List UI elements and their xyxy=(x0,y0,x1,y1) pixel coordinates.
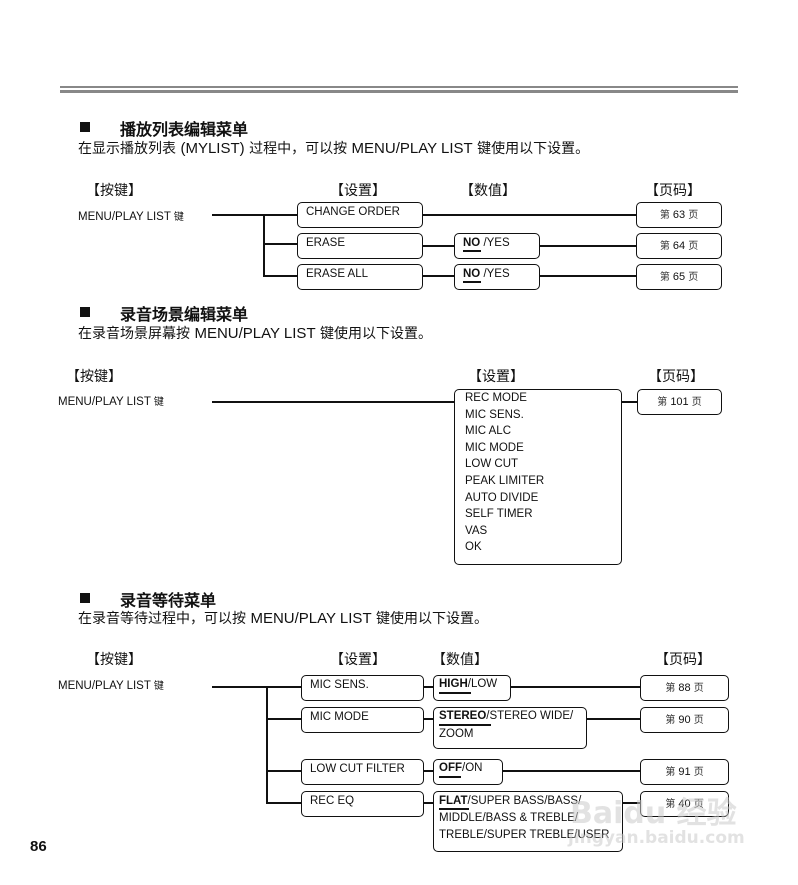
connector xyxy=(511,686,641,688)
setting-item[interactable]: LOW CUT xyxy=(465,458,519,471)
connector xyxy=(266,802,302,804)
bullet-square-icon xyxy=(80,307,90,317)
setting-rec-eq[interactable]: REC EQ xyxy=(301,791,424,817)
setting-item[interactable]: AUTO DIVIDE xyxy=(465,491,539,504)
setting-mic-sens[interactable]: MIC SENS. xyxy=(301,675,424,701)
header-rule-thick xyxy=(60,90,738,93)
setting-low-cut-filter[interactable]: LOW CUT FILTER xyxy=(301,759,424,785)
setting-item[interactable]: PEAK LIMITER xyxy=(465,474,545,487)
watermark-logo: Baidu 经验 xyxy=(570,796,737,831)
page-ref[interactable]: 第 63 页 xyxy=(636,202,722,228)
section3-title: 录音等待菜单 xyxy=(120,591,217,610)
connector xyxy=(503,770,641,772)
connector xyxy=(623,802,641,804)
key-menu-play-list: MENU/PLAY LIST 键 xyxy=(58,396,164,408)
col-page-header: 【页码】 xyxy=(645,183,701,199)
connector xyxy=(263,275,298,277)
connector xyxy=(263,214,265,276)
setting-item[interactable]: MIC SENS. xyxy=(465,408,524,421)
connector xyxy=(424,718,434,720)
section3-description: 在录音等待过程中，可以按 MENU/PLAY LIST 键使用以下设置。 xyxy=(78,610,489,627)
col-page-header: 【页码】 xyxy=(648,369,704,385)
setting-item[interactable]: SELF TIMER xyxy=(465,508,533,521)
setting-erase[interactable]: ERASE xyxy=(297,233,423,259)
value-erase[interactable]: NO /YES xyxy=(454,233,540,259)
watermark-url: jingyan.baidu.com xyxy=(568,828,745,848)
page-ref[interactable]: 第 91 页 xyxy=(640,759,729,785)
header-rule xyxy=(60,86,738,88)
bullet-square-icon xyxy=(80,593,90,603)
col-value-header: 【数值】 xyxy=(432,652,488,668)
value-rec-eq[interactable]: FLAT/SUPER BASS/BASS/MIDDLE/BASS & TREBL… xyxy=(433,791,623,852)
setting-change-order[interactable]: CHANGE ORDER xyxy=(297,202,423,228)
connector xyxy=(263,243,298,245)
col-setting-header: 【设置】 xyxy=(468,369,524,385)
page-number: 86 xyxy=(30,838,47,855)
page-ref[interactable]: 第 90 页 xyxy=(640,707,729,733)
connector xyxy=(212,214,298,216)
connector xyxy=(212,401,455,403)
connector xyxy=(424,686,434,688)
col-setting-header: 【设置】 xyxy=(330,652,386,668)
setting-item[interactable]: VAS xyxy=(465,524,488,537)
setting-item[interactable]: REC MODE xyxy=(465,392,527,404)
value-mic-sens[interactable]: HIGH/LOW xyxy=(433,675,511,701)
col-value-header: 【数值】 xyxy=(460,183,516,199)
setting-erase-all[interactable]: ERASE ALL xyxy=(297,264,423,290)
section1-description: 在显示播放列表 (MYLIST) 过程中，可以按 MENU/PLAY LIST … xyxy=(78,140,590,157)
connector xyxy=(540,245,637,247)
col-key-header: 【按键】 xyxy=(86,652,142,668)
connector xyxy=(622,401,638,403)
connector xyxy=(423,245,455,247)
connector xyxy=(212,686,302,688)
connector xyxy=(266,686,268,803)
bullet-square-icon xyxy=(80,122,90,132)
setting-item[interactable]: MIC ALC xyxy=(465,425,512,438)
page-ref[interactable]: 第 88 页 xyxy=(640,675,729,701)
connector xyxy=(587,718,641,720)
col-key-header: 【按键】 xyxy=(86,183,142,199)
setting-item[interactable]: OK xyxy=(465,541,482,554)
setting-item[interactable]: MIC MODE xyxy=(465,441,524,454)
page-ref[interactable]: 第 64 页 xyxy=(636,233,722,259)
connector xyxy=(424,802,434,804)
key-menu-play-list: MENU/PLAY LIST 键 xyxy=(78,211,184,223)
connector xyxy=(423,275,455,277)
connector xyxy=(424,770,434,772)
section2-description: 在录音场景屏幕按 MENU/PLAY LIST 键使用以下设置。 xyxy=(78,325,433,342)
col-key-header: 【按键】 xyxy=(66,369,122,385)
col-page-header: 【页码】 xyxy=(655,652,711,668)
page-ref[interactable]: 第 101 页 xyxy=(637,389,722,415)
connector xyxy=(266,770,302,772)
section2-title: 录音场景编辑菜单 xyxy=(120,305,249,324)
col-setting-header: 【设置】 xyxy=(330,183,386,199)
value-erase-all[interactable]: NO /YES xyxy=(454,264,540,290)
connector xyxy=(540,275,637,277)
section1-title: 播放列表编辑菜单 xyxy=(120,120,249,139)
connector xyxy=(266,718,302,720)
page-ref[interactable]: 第 40 页 xyxy=(640,791,729,817)
setting-mic-mode[interactable]: MIC MODE xyxy=(301,707,424,733)
value-mic-mode[interactable]: STEREO/STEREO WIDE/ZOOM xyxy=(433,707,587,749)
page-ref[interactable]: 第 65 页 xyxy=(636,264,722,290)
settings-list: REC MODE MIC SENS. MIC ALC MIC MODE LOW … xyxy=(454,389,622,565)
connector xyxy=(423,214,637,216)
value-low-cut-filter[interactable]: OFF/ON xyxy=(433,759,503,785)
key-menu-play-list: MENU/PLAY LIST 键 xyxy=(58,680,164,692)
